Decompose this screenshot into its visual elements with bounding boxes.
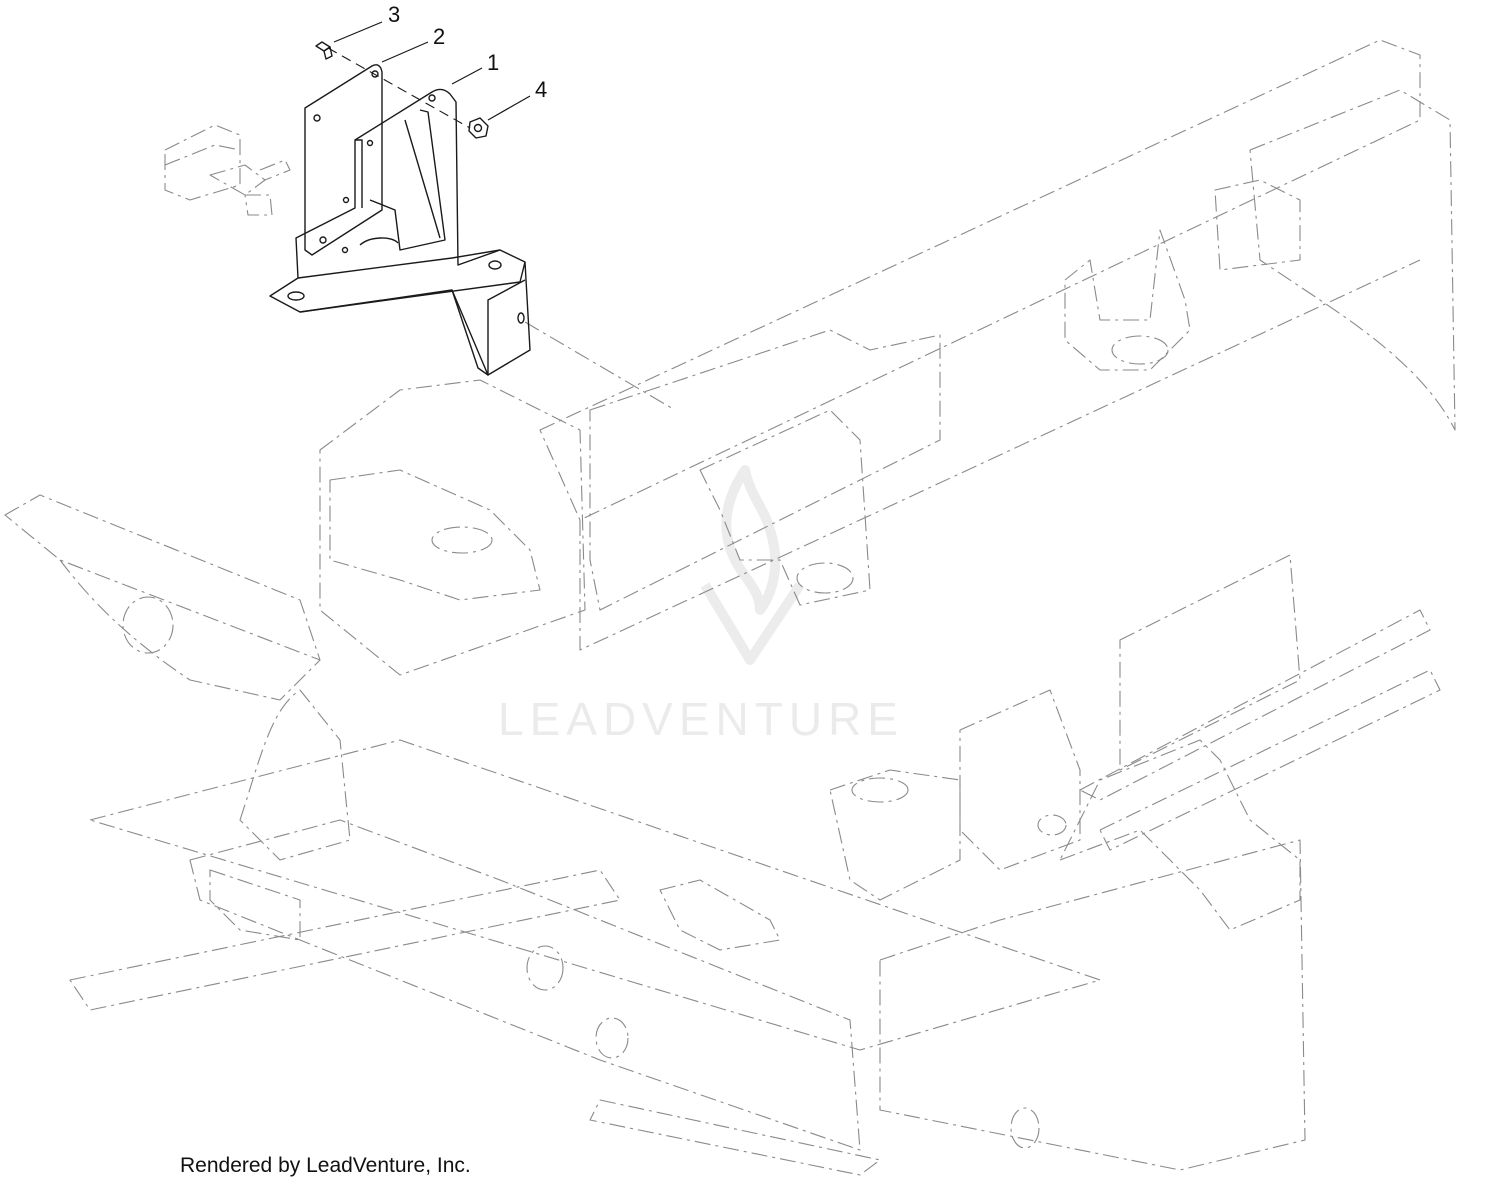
frame-reference [4,39,1456,1176]
upper-rail [539,39,1421,521]
watermark-text: LEADVENTURE [498,693,904,745]
reference-hitch [164,124,241,201]
watermark-v-icon [700,582,805,665]
part-1-bracket [269,88,531,376]
callout-1-label: 1 [487,50,499,75]
callout-4-label: 4 [535,77,547,102]
part-3-bolt [315,41,333,60]
callout-1: 1 [451,50,499,85]
footer-credit: Rendered by LeadVenture, Inc. [180,1154,471,1177]
callout-3-label: 3 [388,2,400,27]
callout-3: 3 [333,2,400,43]
front-crossbar [4,494,321,661]
watermark: LEADVENTURE [498,465,904,745]
callout-2-label: 2 [433,24,445,49]
callout-4: 4 [487,77,547,121]
bracket-assembly [269,41,531,376]
callout-2: 2 [381,24,445,63]
part-4-nut [468,117,489,139]
callouts: 3 2 1 4 [333,2,547,121]
part-2-plate [304,64,383,256]
watermark-flame-icon [721,465,781,615]
